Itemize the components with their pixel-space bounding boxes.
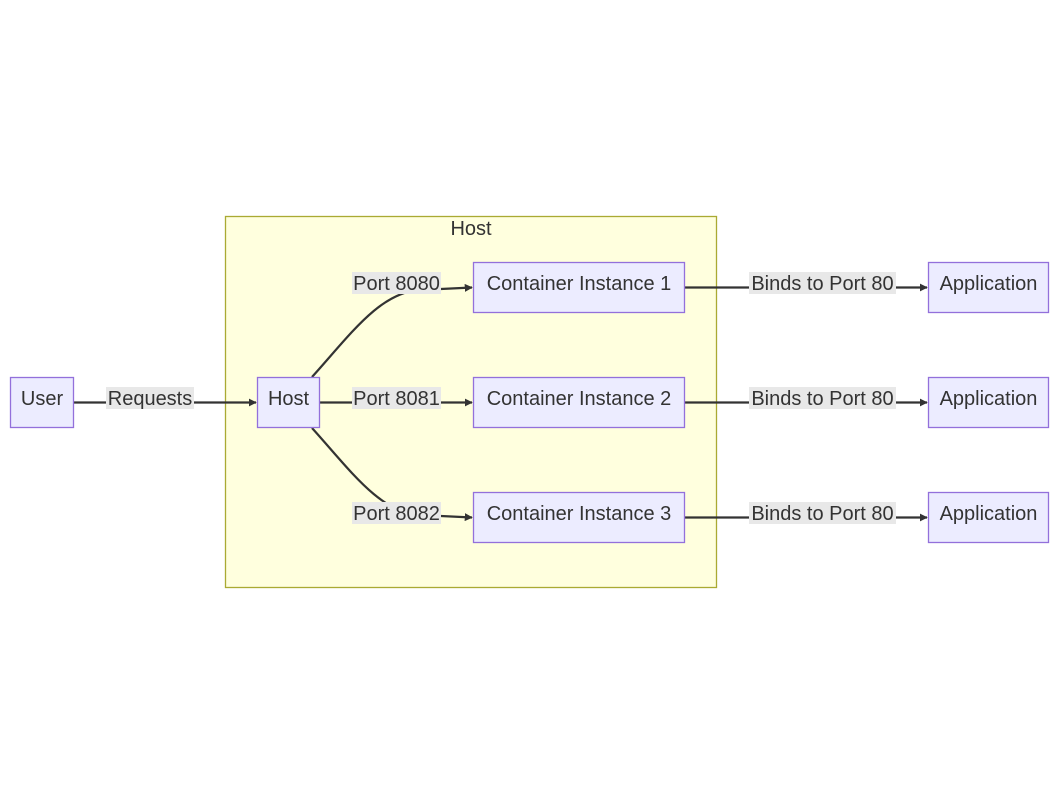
node-container-2-box[interactable] [472,376,686,429]
node-host-label: Host [268,388,310,410]
edge-label-port-8080: Port 8080 [352,272,441,295]
edge-label-bind-2-text: Binds to Port 80 [751,388,893,410]
node-container-1-box[interactable] [472,261,686,314]
edge-label-port-8080-bg [352,272,441,294]
node-container-2[interactable]: Container Instance 2 [472,376,686,429]
node-container-3-box[interactable] [472,491,686,544]
edge-label-port-8082: Port 8082 [352,502,441,525]
node-host[interactable]: Host [256,376,321,429]
edge-labels: Requests Port 8080 Port 8081 Port 8082 B… [106,272,896,525]
edge-label-bind-3-bg [749,502,896,524]
node-application-1[interactable]: Application [927,261,1050,314]
edge-label-requests-text: Requests [108,388,193,410]
edge-label-bind-1-text: Binds to Port 80 [751,273,893,295]
node-user-box[interactable] [9,376,75,429]
node-container-3-label: Container Instance 3 [487,503,672,525]
edge-label-bind-2-bg [749,387,896,409]
node-application-3-box[interactable] [927,491,1050,544]
node-container-1[interactable]: Container Instance 1 [472,261,686,314]
edge-label-port-8082-bg [352,502,441,524]
node-application-3-label: Application [940,503,1038,525]
edge-label-port-8080-text: Port 8080 [353,273,440,295]
edge-label-port-8082-text: Port 8082 [353,503,440,525]
node-application-3[interactable]: Application [927,491,1050,544]
edge-label-port-8081: Port 8081 [352,387,441,410]
node-application-2[interactable]: Application [927,376,1050,429]
nodes: User Host Container Instance 1 Container… [9,261,1050,544]
edge-label-requests: Requests [106,387,194,410]
node-user-label: User [21,388,64,410]
edge-label-bind-1-bg [749,272,896,294]
edge-label-port-8081-bg [352,387,441,409]
edge-label-requests-bg [106,387,194,409]
edge-label-bind-2: Binds to Port 80 [749,387,896,410]
edge-label-bind-3: Binds to Port 80 [749,502,896,525]
edge-label-bind-1: Binds to Port 80 [749,272,896,295]
host-cluster-title: Host [450,218,492,240]
node-container-3[interactable]: Container Instance 3 [472,491,686,544]
node-user[interactable]: User [9,376,75,429]
node-application-2-box[interactable] [927,376,1050,429]
node-application-2-label: Application [940,388,1038,410]
edge-label-port-8081-text: Port 8081 [353,388,440,410]
edge-label-bind-3-text: Binds to Port 80 [751,503,893,525]
node-host-box[interactable] [256,376,321,429]
node-container-2-label: Container Instance 2 [487,388,672,410]
node-application-1-box[interactable] [927,261,1050,314]
node-container-1-label: Container Instance 1 [487,273,672,295]
node-application-1-label: Application [940,273,1038,295]
